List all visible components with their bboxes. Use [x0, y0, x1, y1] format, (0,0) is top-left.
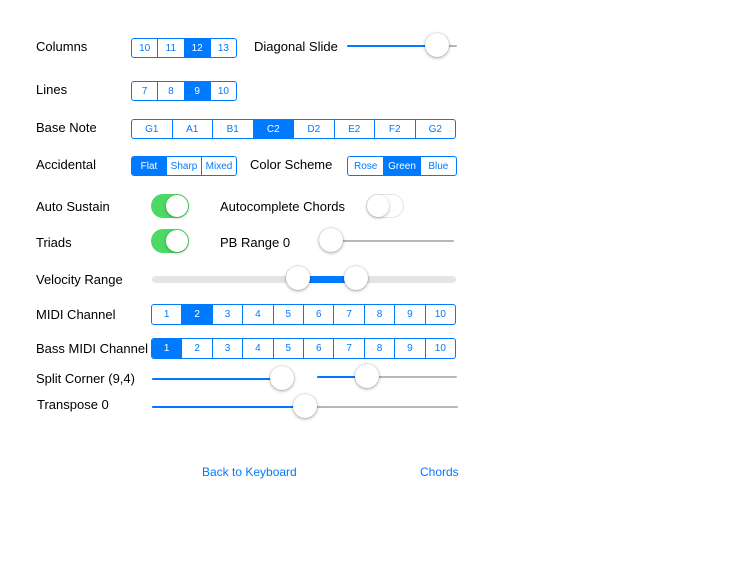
color-scheme-label: Color Scheme	[250, 157, 333, 172]
bass-midi-channel-option[interactable]: 3	[211, 339, 242, 358]
split-corner-b-knob[interactable]	[355, 364, 380, 388]
transpose-slider[interactable]	[152, 394, 458, 420]
base-note-option[interactable]: G1	[145, 123, 159, 135]
triads-switch[interactable]	[151, 229, 189, 253]
autocomplete-chords-label: Autocomplete Chords	[220, 199, 346, 214]
bass-midi-channel-option[interactable]: 10	[424, 339, 455, 358]
velocity-range-label: Velocity Range	[36, 272, 123, 287]
columns-label: Columns	[36, 39, 88, 54]
velocity-range-high-knob[interactable]	[343, 266, 368, 290]
midi-channel-label: MIDI Channel	[36, 307, 116, 322]
diagonal-slide-slider[interactable]	[347, 33, 457, 59]
color-scheme-option[interactable]: Blue	[419, 157, 456, 175]
base-note-option[interactable]: D2	[293, 120, 334, 138]
base-note-option[interactable]: B1	[212, 120, 253, 138]
color-scheme-option[interactable]: Rose	[353, 160, 378, 172]
back-to-keyboard-button[interactable]: Back to Keyboard	[202, 465, 297, 479]
midi-channel-option[interactable]: 5	[272, 305, 303, 324]
bass-midi-channel-option[interactable]: 9	[394, 339, 424, 358]
bass-midi-channel-option[interactable]: 4	[242, 339, 272, 358]
base-note-option[interactable]: G2	[414, 120, 456, 138]
midi-channel-option[interactable]: 10	[424, 305, 455, 324]
lines-option[interactable]: 7	[141, 85, 148, 97]
midi-channel-option[interactable]: 8	[363, 305, 394, 324]
lines-option[interactable]: 10	[209, 82, 236, 100]
accidental-option[interactable]: Mixed	[201, 157, 236, 175]
lines-option[interactable]: 8	[157, 82, 183, 100]
base-note-option[interactable]: A1	[171, 120, 213, 138]
split-corner-slider-b[interactable]	[317, 364, 457, 390]
midi-channel-option[interactable]: 3	[211, 305, 242, 324]
bass-midi-channel-option[interactable]: 5	[272, 339, 303, 358]
triads-switch-knob	[166, 230, 188, 252]
pb-range-slider[interactable]	[319, 228, 454, 254]
accidental-option[interactable]: Flat	[132, 157, 166, 175]
diagonal-slide-label: Diagonal Slide	[254, 39, 338, 54]
midi-channel-option[interactable]: 7	[333, 305, 363, 324]
transpose-label: Transpose 0	[37, 397, 109, 412]
split-corner-slider-a[interactable]	[152, 366, 294, 392]
auto-sustain-label: Auto Sustain	[36, 199, 110, 214]
pb-range-label: PB Range 0	[220, 235, 291, 250]
columns-option[interactable]: 12	[183, 39, 210, 57]
lines-label: Lines	[36, 82, 68, 97]
columns-option[interactable]: 11	[157, 39, 183, 57]
base-note-option[interactable]: E2	[333, 120, 375, 138]
auto-sustain-switch-knob	[166, 195, 188, 217]
midi-channel-option[interactable]: 2	[181, 305, 212, 324]
bass-midi-channel-option[interactable]: 8	[363, 339, 394, 358]
transpose-knob[interactable]	[293, 394, 317, 418]
base-note-option[interactable]: F2	[374, 120, 415, 138]
midi-channel-option[interactable]: 9	[394, 305, 424, 324]
diagonal-slide-knob[interactable]	[425, 33, 450, 57]
autocomplete-chords-switch[interactable]	[366, 194, 404, 218]
bass-midi-channel-option[interactable]: 2	[181, 339, 211, 358]
lines-option[interactable]: 9	[183, 82, 210, 100]
chords-button[interactable]: Chords	[420, 465, 459, 479]
split-corner-a-knob[interactable]	[270, 366, 294, 390]
bass-midi-channel-label: Bass MIDI Channel	[36, 341, 148, 356]
velocity-range-slider[interactable]	[152, 266, 456, 292]
bass-midi-channel-option[interactable]: 6	[303, 339, 333, 358]
columns-option[interactable]: 10	[139, 42, 151, 54]
split-corner-label: Split Corner (9,4)	[36, 371, 135, 386]
bass-midi-channel-option[interactable]: 1	[152, 339, 182, 358]
accidental-label: Accidental	[36, 157, 96, 172]
triads-label: Triads	[36, 235, 72, 250]
accidental-option[interactable]: Sharp	[166, 157, 201, 175]
midi-channel-option[interactable]: 4	[242, 305, 272, 324]
velocity-range-low-knob[interactable]	[285, 266, 310, 290]
midi-channel-option[interactable]: 1	[163, 309, 170, 320]
bass-midi-channel-option[interactable]: 7	[333, 339, 363, 358]
autocomplete-chords-switch-knob	[367, 195, 389, 217]
base-note-option[interactable]: C2	[252, 120, 293, 138]
auto-sustain-switch[interactable]	[151, 194, 189, 218]
midi-channel-option[interactable]: 6	[303, 305, 333, 324]
base-note-label: Base Note	[36, 120, 97, 135]
pb-range-knob[interactable]	[319, 228, 343, 252]
columns-option[interactable]: 13	[209, 39, 236, 57]
color-scheme-option[interactable]: Green	[383, 157, 420, 175]
